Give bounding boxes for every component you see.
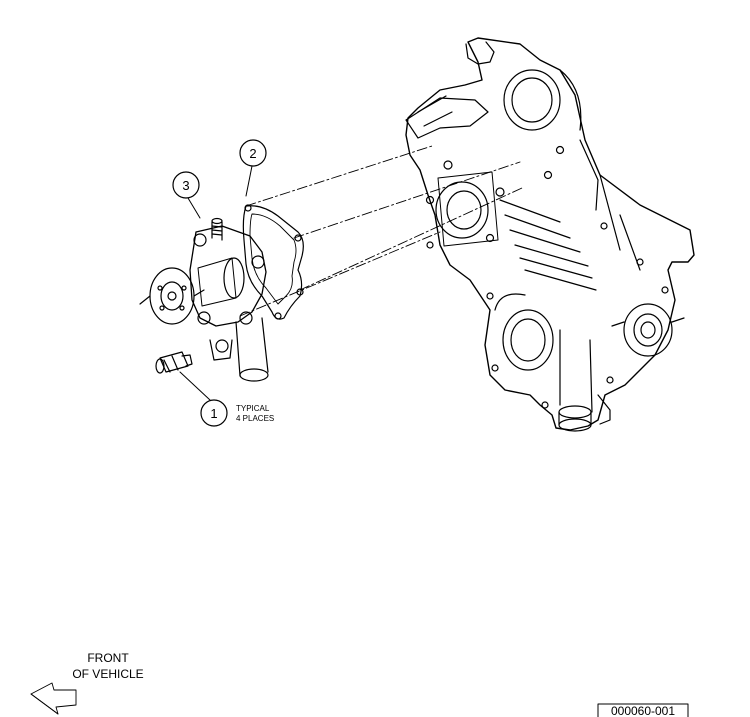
- front-label-line1: FRONT: [87, 651, 129, 665]
- front-arrow-icon: [30, 682, 77, 715]
- water-pump: [139, 217, 269, 382]
- callout-3-number: 3: [182, 178, 189, 193]
- callout-1-note-line2: 4 PLACES: [236, 414, 274, 423]
- callout-2-number: 2: [249, 146, 256, 161]
- callout-1-number: 1: [210, 406, 217, 421]
- front-cover-housing: [405, 37, 695, 432]
- front-label-line2: OF VEHICLE: [72, 667, 143, 681]
- alignment-lines: [239, 145, 523, 317]
- bolt: [155, 351, 193, 374]
- callout-leaders: [179, 165, 253, 401]
- callout-3: 3: [172, 171, 200, 199]
- callout-1: 1: [200, 399, 228, 427]
- figure-id-box: 000060-001: [597, 703, 689, 717]
- figure-id: 000060-001: [611, 704, 675, 717]
- callout-1-note-line1: TYPICAL: [236, 404, 270, 413]
- callout-2: 2: [239, 139, 267, 167]
